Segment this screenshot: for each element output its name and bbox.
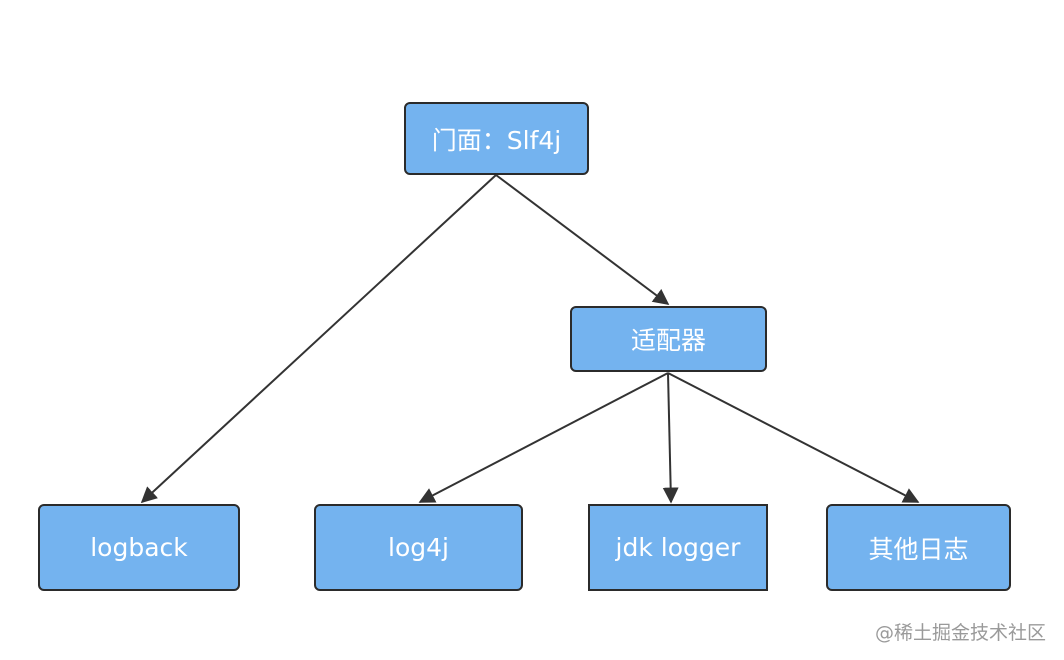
node-jdk-logger: jdk logger: [588, 504, 768, 591]
node-log4j: log4j: [314, 504, 523, 591]
edge-root-adapter: [495, 174, 670, 305]
edge-root-logback: [140, 174, 497, 504]
node-logback-label: logback: [90, 533, 188, 562]
node-adapter-label: 适配器: [630, 326, 706, 355]
node-logback: logback: [38, 504, 240, 591]
edge-adapter-log4j: [418, 372, 669, 503]
node-jdk-logger-label: jdk logger: [615, 533, 741, 562]
node-other-logs: 其他日志: [826, 504, 1011, 591]
watermark: @稀土掘金技术社区: [874, 622, 1046, 644]
edge-adapter-jdk: [662, 372, 679, 504]
node-slf4j-facade: 门面：Slf4j: [404, 102, 589, 175]
edge-adapter-other: [667, 372, 920, 503]
node-slf4j-facade-label: 门面：Slf4j: [431, 125, 562, 155]
node-log4j-label: log4j: [388, 533, 449, 562]
node-other-logs-label: 其他日志: [868, 534, 969, 564]
node-adapter: 适配器: [570, 306, 767, 372]
